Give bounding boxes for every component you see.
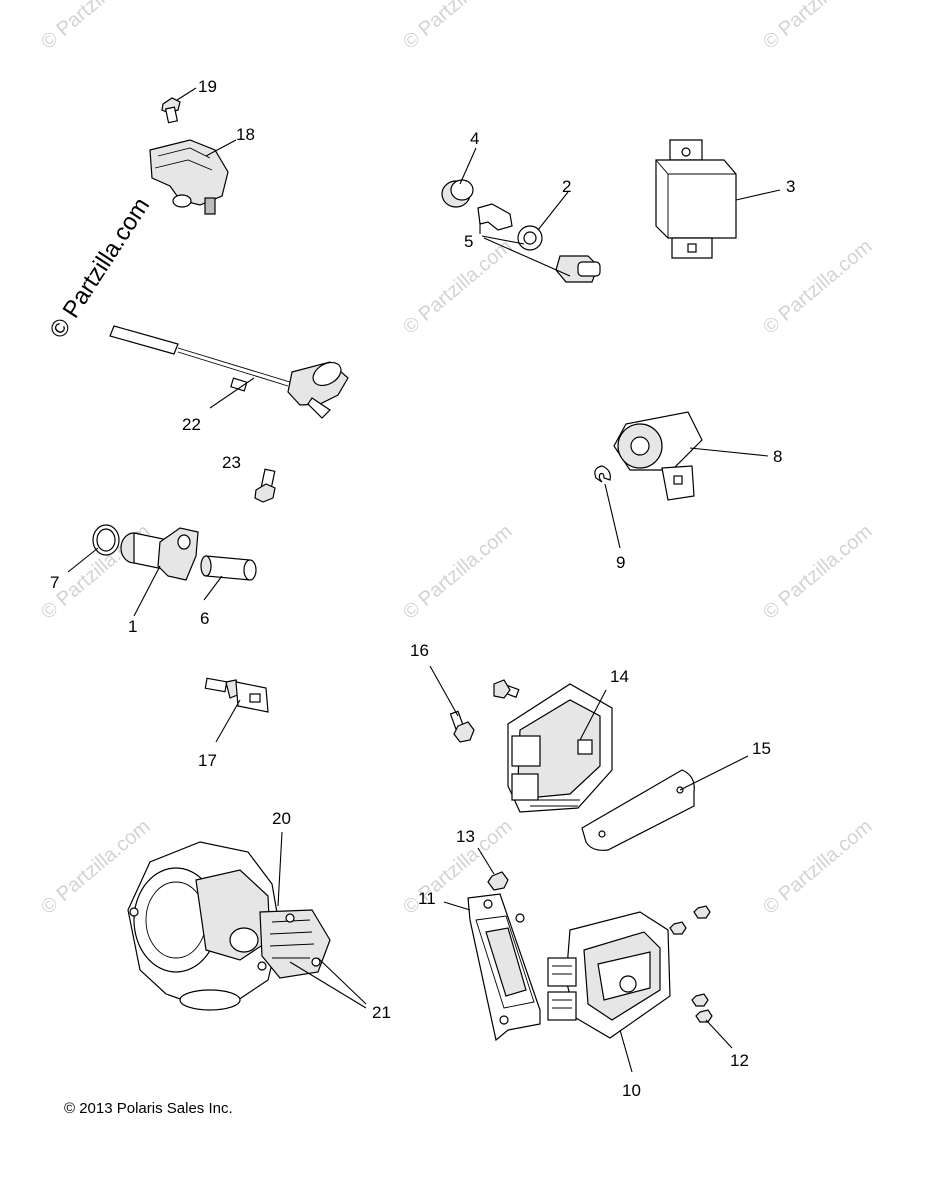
watermark: © Partzilla.com xyxy=(399,235,516,338)
watermark: © Partzilla.com xyxy=(759,0,876,54)
part-8-knock-sensor xyxy=(613,411,703,501)
watermark: © Partzilla.com xyxy=(37,0,154,54)
part-4-cap xyxy=(441,179,474,208)
callout-14: 14 xyxy=(610,667,629,686)
part-5-switch xyxy=(555,255,601,283)
part-1-cam-sensor xyxy=(120,527,199,581)
watermark: © Partzilla.com xyxy=(399,0,516,54)
callout-23: 23 xyxy=(222,453,241,472)
part-16-bolt xyxy=(449,679,520,743)
callout-5: 5 xyxy=(464,232,473,251)
copyright-notice: © 2013 Polaris Sales Inc. xyxy=(64,1100,233,1117)
callout-19: 19 xyxy=(198,77,217,96)
part-12-screws xyxy=(669,905,713,1023)
part-18-map-sensor xyxy=(149,139,229,215)
callout-22: 22 xyxy=(182,415,201,434)
leader-lines xyxy=(67,87,781,1073)
watermark: © Partzilla.com xyxy=(759,235,876,338)
callout-20: 20 xyxy=(272,809,291,828)
part-22-speed-sensor xyxy=(109,325,349,419)
callout-12: 12 xyxy=(730,1051,749,1070)
part-19-bolt xyxy=(161,97,181,124)
part-9-clip xyxy=(594,465,611,483)
callout-11: 11 xyxy=(418,889,436,908)
callout-7: 7 xyxy=(50,573,59,592)
callout-21: 21 xyxy=(372,1003,391,1022)
part-13-fastener xyxy=(487,871,509,891)
callout-8: 8 xyxy=(773,447,782,466)
watermark: © Partzilla.com xyxy=(759,815,876,918)
watermark-layer: © Partzilla.com © Partzilla.com © Partzi… xyxy=(37,0,876,919)
part-15-gasket xyxy=(581,769,695,851)
part-20-throttle-body xyxy=(127,841,331,1011)
callout-9: 9 xyxy=(616,553,625,572)
part-17-temp-sensor xyxy=(204,677,269,713)
callout-4: 4 xyxy=(470,129,479,148)
part-3-relay-module xyxy=(655,139,737,259)
part-23-bolt xyxy=(254,468,276,503)
part-10-ecu xyxy=(547,911,671,1039)
part-7-o-ring xyxy=(92,524,120,556)
callout-labels: 19 18 4 2 3 5 22 8 23 9 7 6 1 16 14 17 1… xyxy=(50,77,795,1100)
callout-2: 2 xyxy=(562,177,571,196)
part-6-sleeve xyxy=(200,555,257,581)
callout-3: 3 xyxy=(786,177,795,196)
callout-15: 15 xyxy=(752,739,771,758)
callout-1: 1 xyxy=(128,617,137,636)
part-11-ecu-bracket-plate xyxy=(467,893,541,1042)
watermark: © Partzilla.com xyxy=(399,520,516,623)
callout-16: 16 xyxy=(410,641,429,660)
callout-13: 13 xyxy=(456,827,475,846)
callout-6: 6 xyxy=(200,609,209,628)
callout-17: 17 xyxy=(198,751,217,770)
callout-18: 18 xyxy=(236,125,255,144)
watermark: © Partzilla.com xyxy=(759,520,876,623)
callout-10: 10 xyxy=(622,1081,641,1100)
part-5-key xyxy=(477,203,513,231)
watermark-main: © Partzilla.com xyxy=(44,193,155,343)
part-14-ecu-bracket xyxy=(507,683,613,813)
